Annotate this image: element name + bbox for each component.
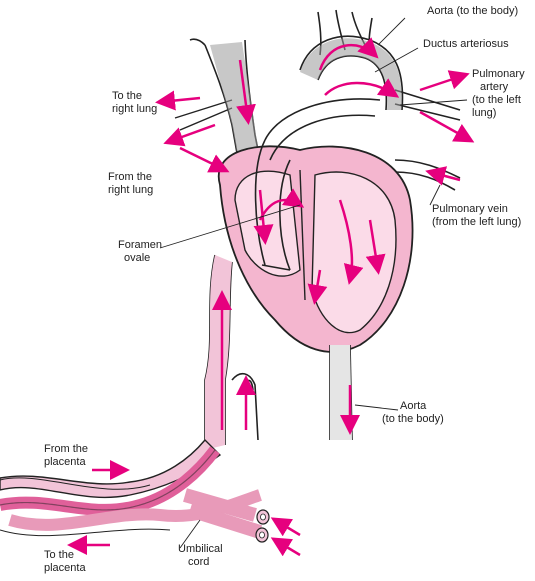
arrow-ductus [324,78,400,98]
heart-inner-right [311,171,397,334]
arrow-ra-down [253,189,274,245]
label-from-placenta: From the placenta [44,443,91,468]
label-to-placenta: To the placenta [44,549,86,574]
great-vessels [254,98,381,271]
arrow-cord-in [270,537,301,557]
arrow-pulm-artery [419,70,470,92]
arrow-cord-in-2 [270,517,301,537]
arrow-lv [338,199,364,285]
arrow-from-right-lung [179,146,230,173]
label-aorta-bottom: Aorta (to the body) [382,400,444,425]
arrow-rv [365,219,386,275]
arrow-to-right-lung [155,90,201,111]
labels: Aorta (to the body) Ductus arteriosus Pu… [44,5,528,574]
label-from-right-lung: From the right lung [108,171,155,196]
label-to-right-lung: To the right lung [112,90,157,115]
leader-lines [159,17,468,549]
label-aorta-top: Aorta (to the body) [427,5,518,17]
flow-arrows [67,37,475,557]
label-pulmonary-artery: Pulmonary artery (to the left lung) [472,68,528,119]
label-ductus: Ductus arteriosus [423,38,509,50]
arrow-pulm-artery-2 [419,110,475,143]
label-foramen-ovale: Foramen ovale [118,239,165,264]
label-umbilical-cord: Umbilical cord [178,543,226,568]
heart [217,145,414,353]
umbilical-cord [0,438,270,543]
arrow-to-right-lung-2 [163,123,216,147]
arrow-arch [318,37,379,71]
arrow-lv-inner [307,269,328,305]
arrow-svc-down [236,59,256,125]
label-pulmonary-vein: Pulmonary vein (from the left lung) [432,203,521,228]
superior-vessels [174,9,461,191]
arrow-pulm-vein [425,166,461,186]
